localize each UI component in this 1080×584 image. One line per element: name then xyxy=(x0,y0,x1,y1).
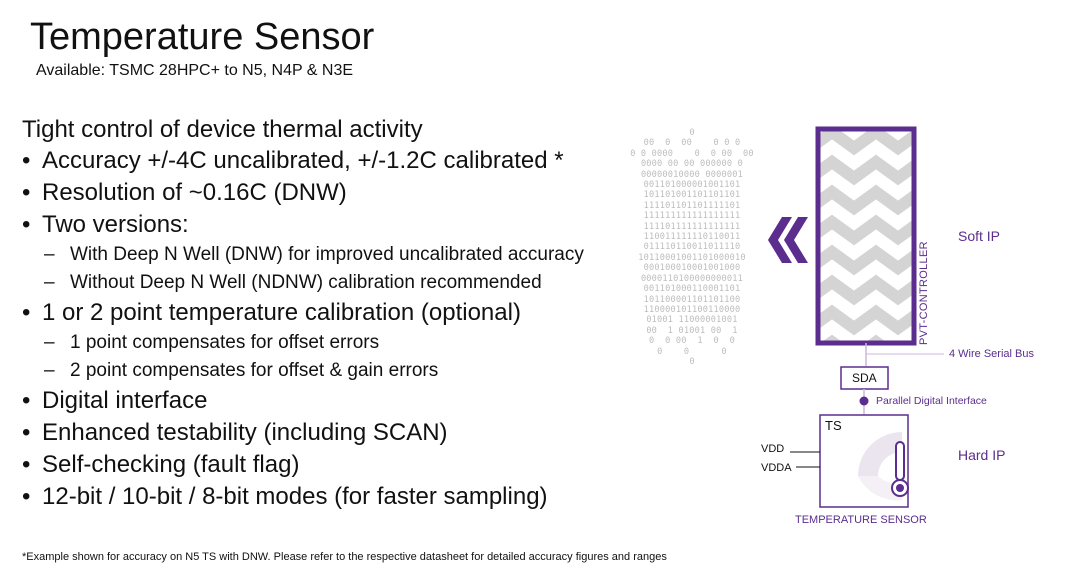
bullet-resolution: Resolution of ~0.16C (DNW) xyxy=(22,177,662,209)
binary-row: 0 xyxy=(689,356,695,367)
bullet-accuracy: Accuracy +/-4C uncalibrated, +/-1.2C cal… xyxy=(22,145,662,177)
feature-list: Tight control of device thermal activity… xyxy=(22,114,662,513)
binary-row: 001101000110001101 xyxy=(643,284,741,295)
binary-row: 0000110100000000011 xyxy=(640,273,744,284)
vdda-label: VDDA xyxy=(761,462,792,474)
binary-row: 0000 00 00 000000 0 xyxy=(640,159,744,170)
bullet-testability: Enhanced testability (including SCAN) xyxy=(22,417,662,449)
binary-row: 10110001001101000010 xyxy=(638,252,746,263)
footnote: *Example shown for accuracy on N5 TS wit… xyxy=(22,551,667,563)
bullet-self-checking: Self-checking (fault flag) xyxy=(22,449,662,481)
binary-row: 0 0 00 1 0 0 xyxy=(649,336,735,347)
parallel-interface-label: Parallel Digital Interface xyxy=(876,395,987,407)
double-chevron-left-icon xyxy=(768,217,808,263)
controller-chevron-pattern xyxy=(820,131,912,341)
thermometer-icon xyxy=(891,441,909,497)
bullet-versions: Two versions: xyxy=(22,209,662,241)
bullet-digital-interface: Digital interface xyxy=(22,385,662,417)
binary-row: 0 0 0000 0 0 00 00 xyxy=(630,148,754,159)
sub-bullet-two-point: 2 point compensates for offset & gain er… xyxy=(22,357,662,385)
binary-row: 111101101101111101 xyxy=(643,200,741,211)
binary-row: 110000101100110000 xyxy=(643,304,741,315)
lead-text: Tight control of device thermal activity xyxy=(22,116,423,143)
binary-row: 00000010000 0000001 xyxy=(640,169,744,180)
binary-row: 101100001101101100 xyxy=(643,294,741,305)
binary-row: 111111111111111111 xyxy=(643,211,741,222)
soft-ip-label: Soft IP xyxy=(958,228,1001,244)
page-subtitle: Available: TSMC 28HPC+ to N5, N4P & N3E xyxy=(36,62,354,79)
vdd-label: VDD xyxy=(761,443,785,455)
binary-row: 00 1 01001 00 1 xyxy=(646,325,738,336)
binary-row: 000100010001001000 xyxy=(643,263,741,274)
bullet-calibration: 1 or 2 point temperature calibration (op… xyxy=(22,297,662,329)
serial-bus-label: 4 Wire Serial Bus xyxy=(949,348,1034,360)
binary-row: 101101001101101101 xyxy=(643,190,741,201)
binary-row: 111101111111111111 xyxy=(643,221,741,232)
binary-row: 001101000001001101 xyxy=(643,180,741,191)
sub-bullet-ndnw: Without Deep N Well (NDNW) calibration r… xyxy=(22,269,662,297)
binary-row: 01001 11000001001 xyxy=(646,315,738,326)
sub-bullet-dnw: With Deep N Well (DNW) for improved unca… xyxy=(22,241,662,269)
page-title: Temperature Sensor xyxy=(30,16,375,58)
binary-row: 0 0 0 xyxy=(657,346,727,357)
binary-row: 011110110011011110 xyxy=(643,242,741,253)
binary-row: 110011111110110011 xyxy=(643,232,741,243)
sda-label: SDA xyxy=(852,371,877,385)
sub-bullet-one-point: 1 point compensates for offset errors xyxy=(22,329,662,357)
hard-ip-label: Hard IP xyxy=(958,447,1006,463)
binary-row: 0 xyxy=(689,128,695,138)
binary-row: 00 0 00 0 0 0 xyxy=(643,138,741,149)
dial-arc-lower xyxy=(858,476,902,501)
pvt-controller-label: PVT-CONTROLLER xyxy=(918,241,930,345)
dial-arc xyxy=(858,432,902,476)
parallel-interface-dot xyxy=(859,396,869,406)
bullet-bit-modes: 12-bit / 10-bit / 8-bit modes (for faste… xyxy=(22,481,662,513)
ts-box-label: TS xyxy=(825,418,842,433)
temperature-sensor-label: TEMPERATURE SENSOR xyxy=(795,514,927,526)
